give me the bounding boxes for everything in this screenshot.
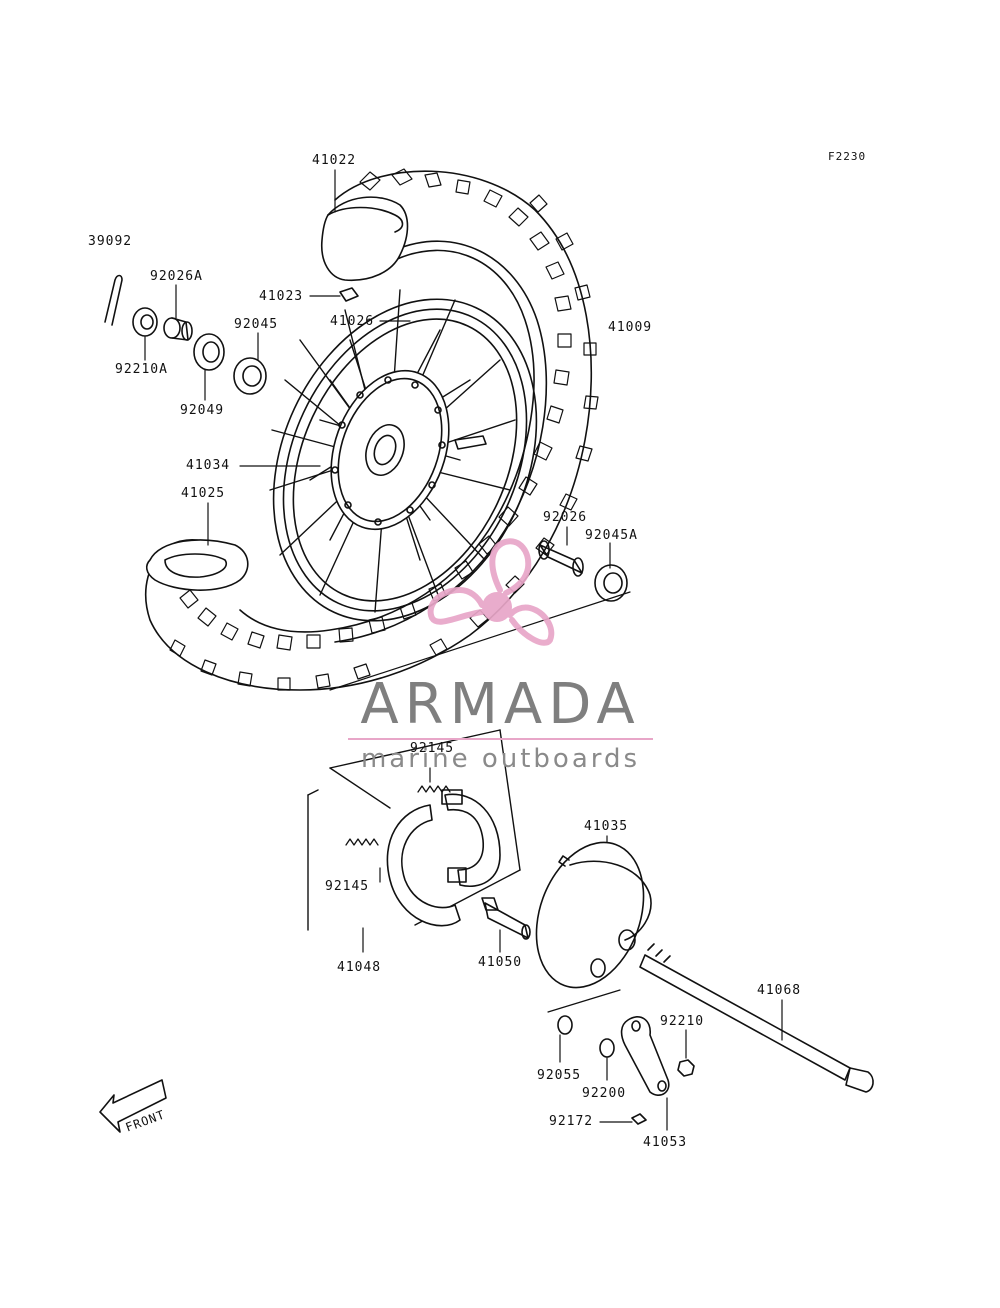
- part-label-92026a: 92026A: [150, 269, 203, 284]
- tire-41009: [144, 168, 599, 691]
- hub: [330, 369, 487, 531]
- diagram-code: F2230: [828, 150, 867, 163]
- part-label-41026: 41026: [330, 314, 375, 329]
- part-label-92145-top: 92145: [410, 741, 455, 756]
- watermark-logo: [427, 538, 555, 646]
- spring-92145: [345, 785, 451, 846]
- part-label-41009: 41009: [608, 320, 653, 335]
- washer-92055: [557, 1015, 573, 1035]
- front-direction-marker: [99, 1079, 167, 1133]
- part-label-41053: 41053: [643, 1135, 688, 1150]
- brake-shoes: [386, 789, 501, 927]
- leader-lines: [144, 169, 783, 1131]
- part-label-41048: 41048: [337, 960, 382, 975]
- part-label-41025: 41025: [181, 486, 226, 501]
- bearing-92049: [193, 333, 225, 371]
- washer-92200: [599, 1038, 615, 1058]
- part-label-41035: 41035: [584, 819, 629, 834]
- part-label-92049: 92049: [180, 403, 225, 418]
- nut-92210: [677, 1059, 695, 1077]
- part-label-41034: 41034: [186, 458, 231, 473]
- part-label-39092: 39092: [88, 234, 133, 249]
- rim-41026: [272, 298, 538, 622]
- part-label-92055: 92055: [537, 1068, 582, 1083]
- part-label-92045a: 92045A: [585, 528, 638, 543]
- part-label-41022: 41022: [312, 153, 357, 168]
- nut-92210a: [132, 307, 158, 337]
- part-label-92200: 92200: [582, 1086, 627, 1101]
- part-label-92145-left: 92145: [325, 879, 370, 894]
- lever-41053: [620, 1016, 670, 1096]
- tube-41022: [320, 196, 409, 282]
- axle-41068: [639, 943, 874, 1093]
- cam-41050: [481, 897, 531, 940]
- seal-92045a: [594, 564, 628, 602]
- bolt-92172: [631, 1113, 647, 1125]
- part-label-92172: 92172: [549, 1114, 594, 1129]
- part-label-92045: 92045: [234, 317, 279, 332]
- watermark-subtitle: marine outboards: [360, 744, 641, 774]
- cotter-pin-39092: [104, 274, 123, 326]
- collar-92026a: [163, 317, 193, 341]
- part-label-92026: 92026: [543, 510, 588, 525]
- part-label-92210a: 92210A: [115, 362, 168, 377]
- seal-92045: [233, 357, 267, 395]
- part-label-41023: 41023: [259, 289, 304, 304]
- watermark-title: ARMADA: [360, 672, 641, 737]
- part-label-41068: 41068: [757, 983, 802, 998]
- part-label-92210: 92210: [660, 1014, 705, 1029]
- part-label-41050: 41050: [478, 955, 523, 970]
- brake-panel-41035: [535, 841, 652, 989]
- valve-41023: [339, 287, 359, 302]
- watermark-divider: [348, 738, 653, 740]
- collar-92026: [538, 540, 584, 577]
- brake-shoe-group-41048: [307, 729, 521, 931]
